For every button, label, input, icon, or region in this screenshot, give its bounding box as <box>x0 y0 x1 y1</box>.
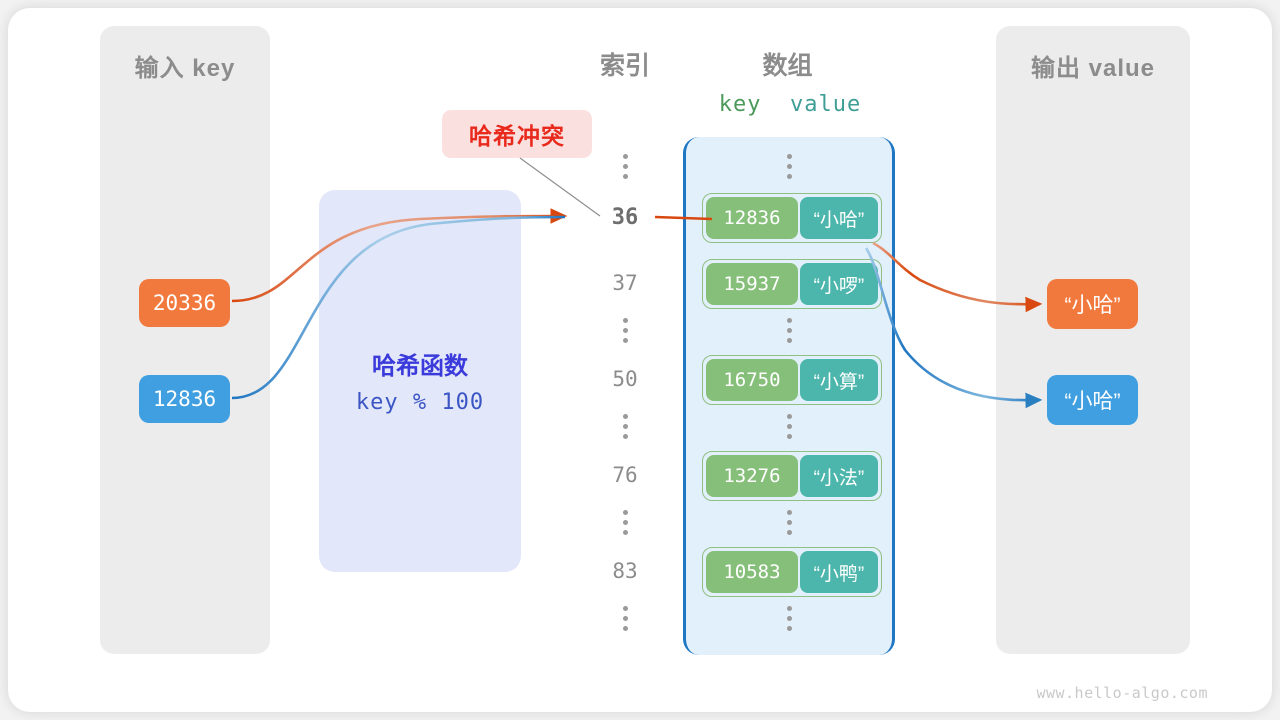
index-label-36: 36 <box>611 205 639 230</box>
index-ellipsis-2 <box>580 414 670 444</box>
array-entry-76[interactable]: 13276 “小法” <box>702 451 882 501</box>
output-value-panel: 输出 value <box>996 26 1190 654</box>
array-ellipsis-2 <box>686 414 892 444</box>
entry-value-83: “小鸭” <box>799 551 878 593</box>
hash-collision-label: 哈希冲突 <box>442 110 592 158</box>
hash-function-box: 哈希函数 key % 100 <box>319 190 521 572</box>
hash-function-title: 哈希函数 <box>372 353 468 380</box>
index-ellipsis-1 <box>580 318 670 348</box>
array-container: 12836 “小哈” 15937 “小啰” 16750 “小算” 13276 “… <box>683 137 895 655</box>
output-value-chip-blue[interactable]: “小哈” <box>1047 375 1138 425</box>
index-ellipsis-4 <box>580 606 670 636</box>
entry-value-36: “小哈” <box>799 197 878 239</box>
index-label-76: 76 <box>612 463 638 487</box>
array-ellipsis-0 <box>686 154 892 184</box>
array-ellipsis-4 <box>686 606 892 636</box>
watermark: www.hello-algo.com <box>1036 684 1208 702</box>
index-ellipsis-3 <box>580 510 670 540</box>
array-ellipsis-1 <box>686 318 892 348</box>
output-value-chip-orange[interactable]: “小哈” <box>1047 279 1138 329</box>
index-column-header: 索引 <box>599 52 650 80</box>
array-entry-83[interactable]: 10583 “小鸭” <box>702 547 882 597</box>
entry-key-83: 10583 <box>706 551 798 593</box>
array-entry-50[interactable]: 16750 “小算” <box>702 355 882 405</box>
key-legend-label: key <box>718 92 762 117</box>
index-label-50: 50 <box>612 367 638 391</box>
entry-key-76: 13276 <box>706 455 798 497</box>
input-key-panel: 输入 key <box>100 26 270 654</box>
index-label-37: 37 <box>612 271 638 295</box>
hash-function-formula: key % 100 <box>355 390 485 415</box>
entry-key-37: 15937 <box>706 263 798 305</box>
value-legend-label: value <box>790 92 862 117</box>
index-label-83: 83 <box>612 559 638 583</box>
input-key-chip-12836[interactable]: 12836 <box>139 375 230 423</box>
index-ellipsis-0 <box>580 154 670 184</box>
array-column-header: 数组 <box>762 52 813 80</box>
array-entry-36[interactable]: 12836 “小哈” <box>702 193 882 243</box>
output-panel-title: 输出 value <box>1030 55 1156 82</box>
entry-key-50: 16750 <box>706 359 798 401</box>
input-key-chip-20336[interactable]: 20336 <box>139 279 230 327</box>
key-value-legend: key value <box>700 92 880 117</box>
array-ellipsis-3 <box>686 510 892 540</box>
entry-value-37: “小啰” <box>799 263 878 305</box>
entry-key-36: 12836 <box>706 197 798 239</box>
array-entry-37[interactable]: 15937 “小啰” <box>702 259 882 309</box>
entry-value-50: “小算” <box>799 359 878 401</box>
input-panel-title: 输入 key <box>134 55 236 82</box>
entry-value-76: “小法” <box>799 455 878 497</box>
